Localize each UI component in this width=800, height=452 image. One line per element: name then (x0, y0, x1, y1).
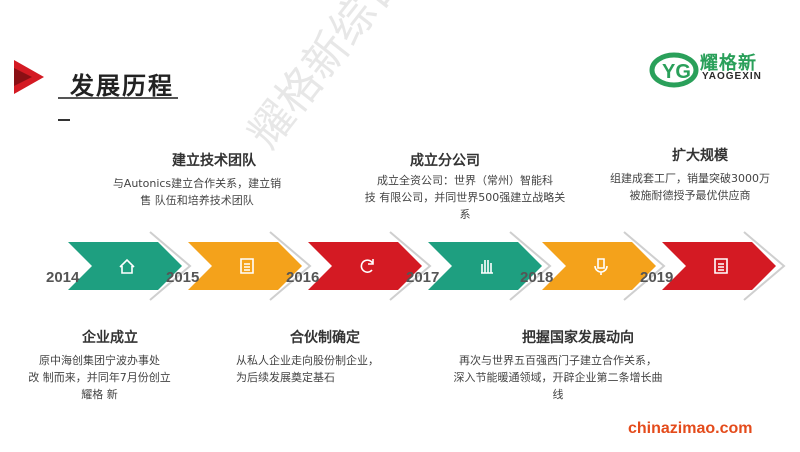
description-line: 技 有限公司，并同世界500强建立战略关 (364, 191, 566, 204)
milestone-description: 从私人企业走向股份制企业， 为后续发展奠定基石 (236, 352, 416, 386)
milestone-description: 原中海创集团宁波办事处改 制而来，并同年7月份创立耀格 新 (12, 352, 187, 403)
description-line: 从私人企业走向股份制企业， (236, 354, 379, 367)
milestone-title: 扩大规模 (672, 148, 728, 164)
company-logo: YG (649, 52, 699, 88)
description-line: 被施耐德授予最优供应商 (629, 189, 751, 202)
chevron-outline (623, 231, 666, 301)
milestone-description: 再次与世界五百强西门子建立合作关系， 深入节能暖通领域，开辟企业第二条增长曲线 (448, 352, 668, 403)
timeline: 2014 2015 2016 2017 2018 2019 (46, 231, 786, 301)
description-line: 成立全资公司：世界（常州）智能科 (377, 174, 553, 187)
description-line: 原中海创集团宁波办事处 (39, 354, 160, 367)
brand-triangle-icon (14, 60, 44, 94)
svg-text:YG: YG (662, 61, 691, 83)
chevron-outline (149, 231, 192, 301)
document-icon (240, 258, 254, 274)
divider-dash (58, 119, 70, 121)
milestone-year: 2016 (286, 269, 319, 286)
home-icon (119, 258, 135, 274)
description-line: 改 制而来，并同年7月份创立 (28, 371, 171, 384)
milestone-year: 2017 (406, 269, 439, 286)
milestone-description: 与Autonics建立合作关系，建立销售 队伍和培养技术团队 (92, 175, 302, 209)
milestone-title: 把握国家发展动向 (522, 330, 634, 346)
chevron-outline (509, 231, 552, 301)
refresh-icon (360, 259, 374, 273)
milestone-year: 2019 (640, 269, 673, 286)
title-underline (58, 97, 178, 99)
milestone-title: 合伙制确定 (290, 330, 360, 346)
chevron-shape (308, 242, 422, 290)
milestone-year: 2015 (166, 269, 199, 286)
microphone-icon (594, 258, 608, 275)
milestone-title: 建立技术团队 (172, 153, 256, 169)
description-line: 售 队伍和培养技术团队 (140, 194, 254, 207)
milestone-title: 成立分公司 (410, 153, 480, 169)
document-icon (714, 258, 728, 274)
chevron-shape (662, 242, 776, 290)
milestone-description: 成立全资公司：世界（常州）智能科技 有限公司，并同世界500强建立战略关系 (350, 172, 580, 223)
chevron-outline (269, 231, 312, 301)
milestone-year: 2018 (520, 269, 553, 286)
description-line: 再次与世界五百强西门子建立合作关系， (459, 354, 657, 367)
page-title: 发展历程 (70, 72, 174, 100)
milestone-title: 企业成立 (82, 330, 138, 346)
description-line: 系 (459, 208, 471, 221)
milestone-chevron-2019: 2019 (640, 231, 786, 301)
chevron-outline (743, 231, 786, 301)
description-line: 组建成套工厂，销量突破3000万 (610, 172, 770, 185)
watermark: 耀格新综合能源 (238, 0, 469, 159)
hand-icon (481, 260, 493, 274)
description-line: 深入节能暖通领域，开辟企业第二条增长曲 (453, 371, 663, 384)
logo-text-en: YAOGEXIN (702, 71, 762, 82)
logo-swoosh-icon (649, 52, 699, 88)
site-watermark: chinazimao.com (628, 420, 753, 437)
milestone-chevron-2015: 2015 (166, 231, 312, 301)
chevron-outline (389, 231, 432, 301)
milestone-chevron-2016: 2016 (286, 231, 432, 301)
milestone-description: 组建成套工厂，销量突破3000万被施耐德授予最优供应商 (600, 170, 780, 204)
description-line: 与Autonics建立合作关系，建立销 (112, 177, 282, 190)
milestone-year: 2014 (46, 269, 80, 286)
description-line: 线 (552, 388, 564, 401)
description-line: 为后续发展奠定基石 (236, 371, 335, 384)
chevron-shape (188, 242, 302, 290)
logo-text-cn: 耀格新 (700, 53, 757, 74)
milestone-chevron-2017: 2017 (406, 231, 552, 301)
milestone-chevron-2014: 2014 (46, 231, 192, 301)
description-line: 耀格 新 (81, 388, 118, 401)
milestone-chevron-2018: 2018 (520, 231, 666, 301)
chevron-shape (68, 242, 182, 290)
chevron-shape (542, 242, 656, 290)
